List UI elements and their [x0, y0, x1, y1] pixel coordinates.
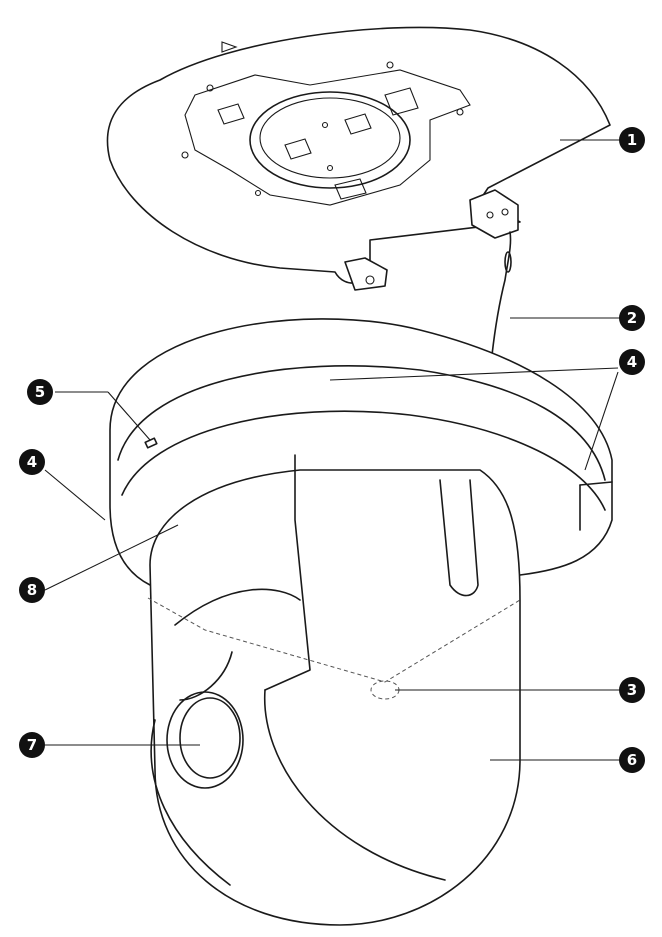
callout-5-label: 5: [35, 383, 45, 401]
callout-1: 1: [619, 127, 645, 153]
callout-5: 5: [27, 379, 53, 405]
leader-lines: [44, 139, 625, 761]
callout-4a: 4: [619, 349, 645, 375]
triangle-marker: [221, 41, 238, 53]
callout-8: 8: [19, 577, 45, 603]
leader-8: [44, 524, 179, 591]
callout-7: 7: [19, 732, 45, 758]
callout-4b-label: 4: [27, 453, 37, 471]
callout-2-label: 2: [627, 309, 637, 327]
callout-3: 3: [619, 677, 645, 703]
safety-wire: [491, 231, 512, 356]
camera-head: [147, 454, 521, 926]
callout-8-label: 8: [27, 581, 37, 599]
callout-7-label: 7: [27, 736, 37, 754]
callout-3-label: 3: [627, 681, 637, 699]
mount-bracket: [106, 26, 611, 291]
callout-1-label: 1: [627, 131, 637, 149]
leader-4a: [329, 367, 619, 381]
callout-6-label: 6: [627, 751, 637, 769]
callout-6: 6: [619, 747, 645, 773]
leader-4a-b: [584, 371, 619, 471]
lens: [166, 651, 244, 789]
callout-4b: 4: [19, 449, 45, 475]
callout-2: 2: [619, 305, 645, 331]
leader-4b: [44, 469, 106, 521]
callout-4a-label: 4: [627, 353, 637, 371]
leader-5b: [107, 391, 151, 441]
